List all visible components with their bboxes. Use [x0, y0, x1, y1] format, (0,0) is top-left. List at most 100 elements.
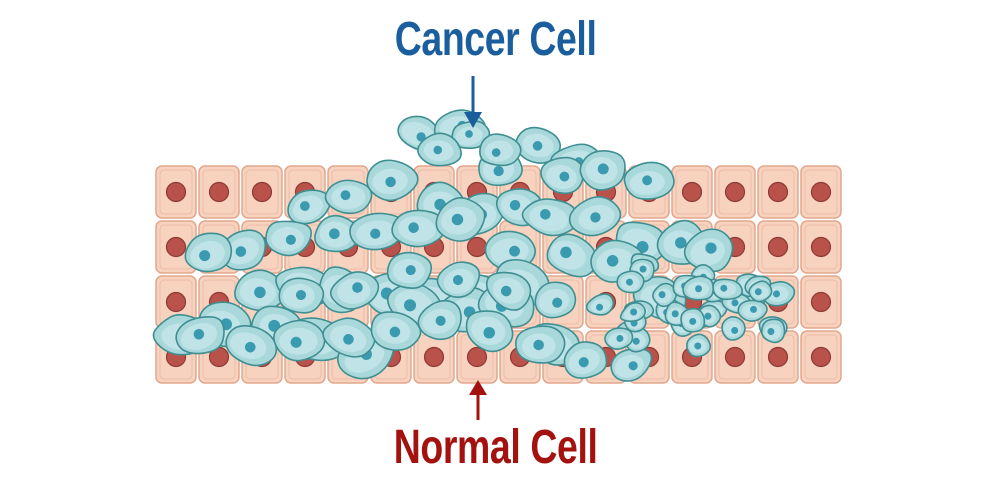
cancer-nucleus: [596, 303, 604, 311]
cancer-cell: [604, 327, 634, 351]
cancer-nucleus: [606, 255, 619, 267]
cancer-nucleus: [704, 312, 712, 320]
cancer-arrow: [464, 76, 482, 128]
cancer-nucleus: [590, 212, 601, 223]
cancer-nucleus: [340, 190, 351, 201]
cancer-nucleus: [403, 299, 417, 312]
cancer-cell: [515, 325, 566, 364]
cancer-nucleus: [509, 245, 520, 257]
cancer-nucleus: [597, 163, 609, 175]
cancer-nucleus: [695, 285, 703, 293]
cancer-nucleus: [299, 201, 310, 211]
cancer-nucleus: [483, 326, 496, 339]
cancer-nucleus: [416, 132, 426, 142]
cancer-cell: [546, 233, 598, 278]
normal-nucleus: [767, 181, 789, 203]
normal-cell: [800, 220, 842, 274]
normal-cell: [714, 330, 756, 384]
cancer-cell: [585, 293, 615, 316]
normal-nucleus: [724, 346, 746, 368]
cancer-nucleus: [642, 175, 653, 186]
cancer-cell: [664, 301, 690, 327]
cancer-nucleus: [405, 265, 416, 276]
cancer-nucleus: [559, 171, 570, 182]
cancer-cell: [610, 348, 653, 382]
normal-nucleus: [810, 291, 832, 313]
normal-cell: [800, 330, 842, 384]
normal-cell: [198, 165, 240, 219]
cancer-nucleus: [433, 145, 443, 155]
cancer-nucleus: [500, 285, 512, 297]
cancer-cell: [760, 318, 786, 344]
cancer-cell: [324, 179, 373, 215]
cancer-nucleus: [435, 315, 446, 326]
normal-cell: [757, 165, 799, 219]
cancer-nucleus: [705, 242, 717, 254]
cancer-nucleus: [658, 291, 666, 299]
cancer-nucleus: [532, 141, 543, 151]
normal-nucleus: [165, 291, 187, 313]
cancer-cell: [521, 198, 578, 237]
normal-nucleus: [810, 236, 832, 258]
cancer-cell: [682, 275, 715, 301]
normal-nucleus: [466, 346, 488, 368]
cancer-cell: [568, 196, 622, 237]
cancer-nucleus: [244, 341, 256, 353]
cancer-cell: [366, 159, 419, 202]
cancer-nucleus: [750, 305, 758, 313]
normal-cell: [413, 330, 455, 384]
cancer-cell: [370, 311, 422, 351]
cancer-cell: [287, 189, 332, 225]
cancer-cell: [515, 126, 562, 164]
normal-nucleus: [810, 181, 832, 203]
cancer-cell: [386, 251, 433, 289]
cancer-nucleus: [578, 357, 589, 368]
cancer-cell: [616, 270, 645, 294]
cancer-nucleus: [491, 148, 501, 157]
cancer-nucleus: [626, 278, 634, 286]
cancer-nucleus: [560, 246, 572, 259]
cancer-cell: [234, 269, 288, 312]
normal-nucleus: [767, 346, 789, 368]
cancer-cell: [579, 150, 626, 191]
normal-nucleus: [423, 346, 445, 368]
cancer-cell: [712, 278, 744, 301]
cancer-cell: [391, 209, 446, 248]
cancer-cell: [623, 161, 675, 200]
normal-cell: [757, 220, 799, 274]
cancer-cell: [540, 156, 585, 195]
cancer-nucleus: [389, 326, 401, 338]
cancer-nucleus: [290, 336, 302, 348]
normal-nucleus: [208, 181, 230, 203]
cancer-nucleus: [689, 317, 697, 325]
cancer-nucleus: [731, 326, 739, 334]
cancer-nucleus: [285, 234, 296, 245]
normal-cell: [241, 165, 283, 219]
normal-nucleus: [165, 181, 187, 203]
cancer-nucleus: [452, 275, 464, 286]
cancer-cell: [686, 333, 712, 358]
cancer-cell: [748, 280, 773, 303]
normal-nucleus: [810, 346, 832, 368]
cancer-cell-label: Cancer Cell: [394, 13, 597, 66]
cancer-cell: [534, 281, 577, 319]
normal-arrow: [469, 380, 487, 420]
cancer-cell: [619, 302, 647, 323]
cancer-cell: [680, 307, 706, 333]
cancer-nucleus: [343, 334, 354, 345]
cancer-cell: [278, 277, 325, 314]
cancer-cell: [314, 214, 361, 253]
cancer-nucleus: [552, 297, 563, 308]
normal-nucleus: [724, 181, 746, 203]
cancer-cell: [273, 319, 326, 362]
cancer-nucleus: [630, 308, 638, 316]
cancer-nucleus: [773, 290, 781, 298]
cancer-nucleus: [199, 250, 211, 262]
cancer-nucleus: [675, 237, 687, 249]
cancer-nucleus: [628, 361, 638, 371]
cancer-nucleus: [451, 213, 464, 226]
cancer-cell: [417, 132, 462, 167]
cancer-cell: [225, 325, 278, 367]
cancer-nucleus: [639, 265, 647, 273]
